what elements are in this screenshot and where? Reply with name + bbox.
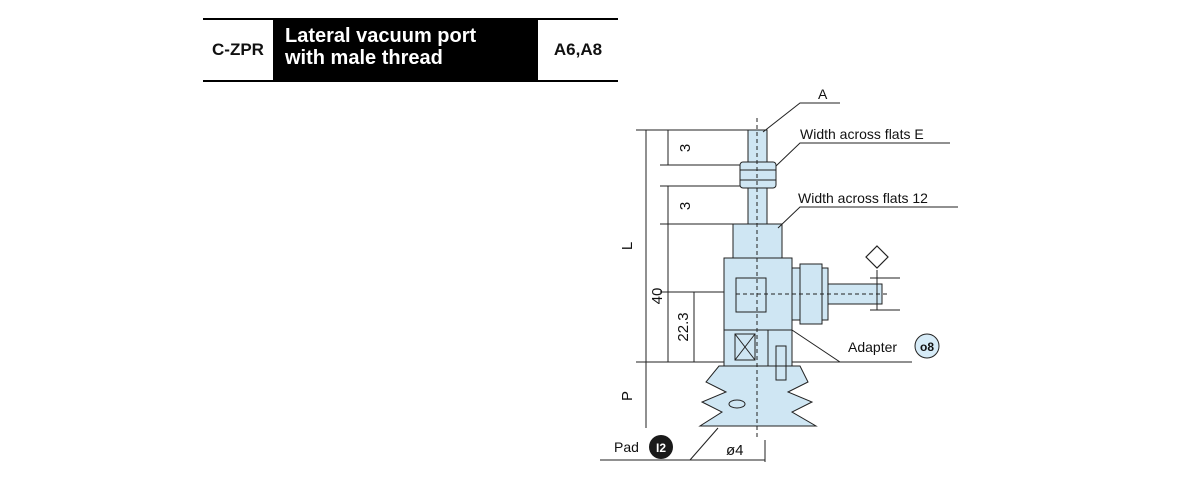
label-pad: Pad — [614, 439, 639, 455]
adapter-badge-text: o8 — [920, 340, 934, 354]
label-a: A — [818, 86, 828, 102]
leader-a — [762, 102, 840, 133]
internal-square-diag-2 — [734, 333, 756, 361]
product-title: Lateral vacuum port with male thread — [273, 20, 537, 80]
dim-40: 40 — [649, 288, 666, 305]
label-adapter: Adapter — [848, 339, 897, 355]
product-title-line2: with male thread — [285, 47, 443, 69]
label-width-flats-e: Width across flats E — [800, 126, 924, 142]
leader-adapter — [791, 329, 912, 363]
pad-badge-text: I2 — [656, 441, 666, 455]
pad-hole — [728, 399, 746, 409]
label-width-flats-12: Width across flats 12 — [798, 190, 928, 206]
dim-3-bottom: 3 — [677, 202, 694, 210]
internal-passage — [735, 277, 767, 313]
product-header: C-ZPR Lateral vacuum port with male thre… — [203, 18, 618, 82]
leader-flats-e — [775, 142, 950, 167]
dim-p: P — [619, 391, 636, 401]
leader-flats-12 — [777, 206, 958, 229]
dim-dia4: ø4 — [726, 442, 744, 459]
internal-square — [734, 333, 756, 361]
dim-l: L — [619, 242, 636, 250]
adapter-screw — [775, 345, 787, 381]
port-fitting-nut — [799, 263, 823, 325]
dim-3-top: 3 — [677, 144, 694, 152]
adapter-badge — [914, 333, 940, 359]
diamond-symbol — [865, 245, 889, 269]
bellows-pad — [698, 365, 818, 427]
product-title-line1: Lateral vacuum port — [285, 25, 477, 47]
product-sizes: A6,A8 — [537, 20, 618, 80]
pad-badge — [649, 435, 673, 459]
hex-nut-e — [739, 161, 777, 189]
leader-pad — [689, 427, 719, 461]
product-code: C-ZPR — [212, 40, 264, 59]
dim-22-3: 22.3 — [675, 312, 692, 341]
